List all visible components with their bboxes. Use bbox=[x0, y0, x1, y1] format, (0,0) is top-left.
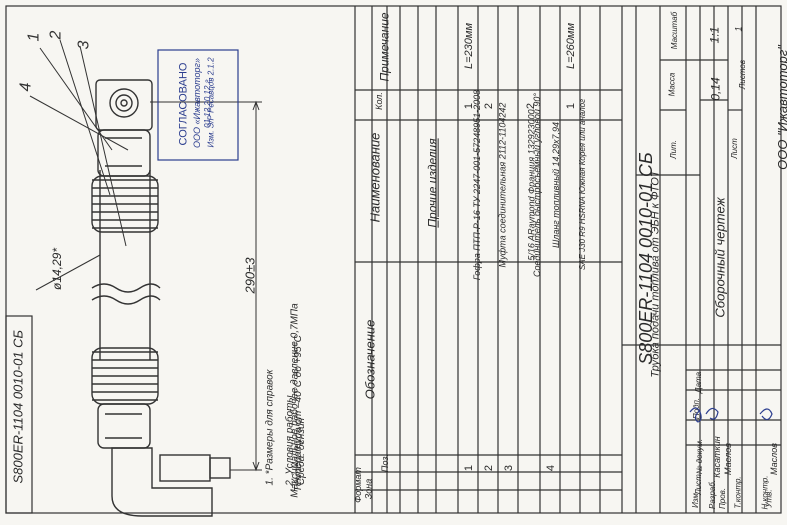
outer-frame bbox=[5, 5, 782, 514]
signature-prov bbox=[705, 407, 719, 420]
left-code-box bbox=[5, 315, 33, 514]
signature-utv bbox=[759, 408, 773, 421]
hose-assembly bbox=[91, 79, 231, 517]
approval-stamp-frame bbox=[157, 49, 239, 161]
signature-razrab bbox=[689, 407, 702, 423]
